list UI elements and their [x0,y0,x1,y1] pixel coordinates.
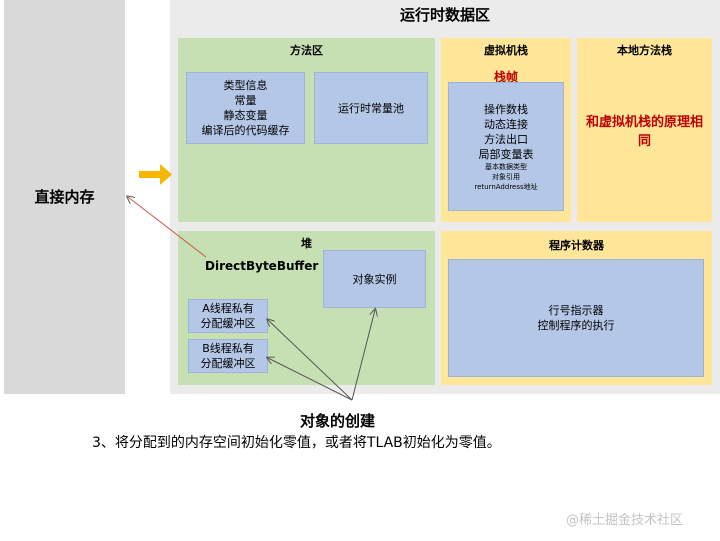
tlab-a-label: A线程私有分配缓冲区 [200,302,256,330]
program-counter-title: 程序计数器 [549,239,604,252]
tlab-b-label: B线程私有分配缓冲区 [200,342,256,370]
direct-buffer-link [128,197,207,258]
creation-to-tlab-b-arrow [268,358,353,401]
frame-sub-item: 基本数据类型 [485,162,527,171]
frame-sub-item: 对象引用 [492,172,520,181]
class-info-line: 常量 [234,94,257,107]
class-info-line: 静态变量 [223,109,268,122]
caption-title: 对象的创建 [300,412,376,430]
frame-item: 方法出口 [484,132,528,146]
pc-item: 控制程序的执行 [537,319,615,332]
native-method-stack-title: 本地方法栈 [617,44,672,57]
stack-frame-box: 操作数栈 动态连接 方法出口 局部变量表 基本数据类型 对象引用 returnA… [448,82,564,211]
native-method-stack [577,38,712,222]
direct-memory-block [4,0,125,394]
pc-item: 行号指示器 [548,304,604,317]
runtime-constant-pool-label: 运行时常量池 [338,101,404,115]
class-info-line: 编译后的代码缓存 [201,124,290,137]
runtime-constant-pool-box: 运行时常量池 [314,72,428,144]
frame-sub-item: returnAddress地址 [474,182,538,191]
frame-item: 动态连接 [484,117,528,131]
creation-to-tlab-a-arrow [268,320,353,401]
caption-body: 3、将分配到的内存空间初始化零值，或者将TLAB初始化为零值。 [92,435,501,451]
frame-item: 局部变量表 [478,147,534,161]
native-stack-note: 和虚拟机栈的原理相同 [585,115,703,149]
creation-to-object-instance-arrow [351,310,375,401]
class-info-box: 类型信息 常量 静态变量 编译后的代码缓存 [186,72,305,144]
watermark: @稀土掘金技术社区 [566,513,684,528]
object-instance-label: 对象实例 [352,272,397,286]
stack-frame-title: 栈帧 [493,70,518,84]
class-info-line: 类型信息 [223,79,268,92]
tlab-b-box: B线程私有分配缓冲区 [188,339,268,373]
runtime-data-area-title: 运行时数据区 [399,6,490,24]
object-instance-box: 对象实例 [323,250,426,308]
direct-byte-buffer-label: DirectByteBuffer [205,259,319,273]
method-area-title: 方法区 [290,44,323,57]
frame-item: 操作数栈 [484,102,528,116]
vm-stack-title: 虚拟机栈 [484,44,528,57]
program-counter-box: 行号指示器 控制程序的执行 [448,259,704,377]
heap-title: 堆 [301,237,312,250]
direct-memory-label: 直接内存 [34,188,95,206]
direct-memory-arrow [139,164,172,185]
tlab-a-box: A线程私有分配缓冲区 [188,299,268,333]
